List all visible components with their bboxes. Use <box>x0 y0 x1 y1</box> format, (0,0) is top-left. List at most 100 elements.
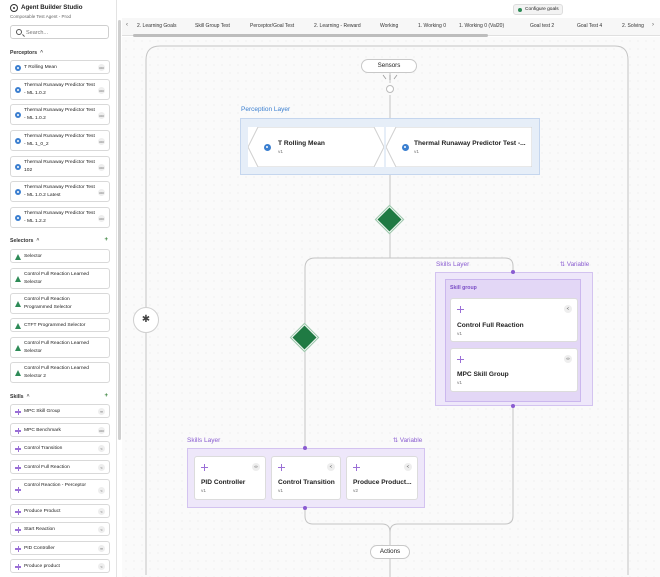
eye-icon[interactable]: oo <box>98 164 105 171</box>
perceptors-section-header[interactable]: Perceptors^ <box>10 50 43 56</box>
perceptor-label: Thermal Runaway Predictor Test 102 <box>24 160 95 173</box>
tab-working[interactable]: Working <box>380 23 399 29</box>
perceptor-node-version: v1 <box>278 150 284 155</box>
skill-card-pid-controller[interactable]: ∞ PID Controller v1 <box>194 456 266 500</box>
group-icon[interactable]: ∞ <box>252 463 260 471</box>
skills-section-header[interactable]: Skills^ <box>10 394 29 400</box>
group-icon[interactable]: ∞ <box>564 355 572 363</box>
add-selector-button[interactable]: + <box>104 237 108 243</box>
selector-label: Control Full Reaction Learned Selector <box>24 341 89 354</box>
skill-item[interactable]: MPC Skill Group ∞ <box>10 404 110 418</box>
eye-icon[interactable]: oo <box>98 189 105 196</box>
asterisk-icon[interactable]: ✱ <box>133 307 159 333</box>
skill-item[interactable]: Produce product < <box>10 559 110 573</box>
selectors-section-header[interactable]: Selectors^ <box>10 238 39 244</box>
sidebar-scrollbar[interactable] <box>118 20 121 440</box>
eye-icon[interactable]: oo <box>98 138 105 145</box>
arrow-icon[interactable]: < <box>98 487 105 494</box>
skill-item[interactable]: Start Reaction < <box>10 522 110 536</box>
tab-working-0-val20[interactable]: 1. Working 0 (Val20) <box>459 23 505 29</box>
skill-icon <box>15 564 21 570</box>
selector-icon <box>15 370 21 376</box>
perceptor-item[interactable]: Thermal Runaway Predictor Test 102 oo <box>10 156 110 177</box>
eye-icon[interactable]: oo <box>98 64 105 71</box>
perceptor-item[interactable]: Thermal Runaway Predictor Test - ML 1_0_… <box>10 130 110 151</box>
perceptor-item[interactable]: Thermal Runaway Predictor Test - ML 1.0.… <box>10 104 110 125</box>
arrow-icon[interactable]: < <box>98 445 105 452</box>
skill-item[interactable]: MPC Benchmark oo <box>10 423 110 437</box>
skill-item[interactable]: PID Controller ∞ <box>10 541 110 555</box>
selector-item[interactable]: CTFT Programmed Selector <box>10 318 110 332</box>
tab-skill-group-test[interactable]: Skill Group Test <box>195 23 230 29</box>
add-skill-button[interactable]: + <box>104 393 108 399</box>
chevron-right-icon[interactable]: › <box>652 22 654 28</box>
selector-label: Control Full Reaction Learned Selector 2 <box>24 366 89 379</box>
sensors-node[interactable]: Sensors <box>361 59 417 73</box>
skill-label: Control Transition <box>24 446 63 451</box>
search-box[interactable] <box>10 25 109 39</box>
skill-item[interactable]: Control Reaction - Perceptor < <box>10 479 110 500</box>
tab-learning-reward[interactable]: 2. Learning - Reward <box>314 23 361 29</box>
variable-text: Variable <box>566 261 590 268</box>
perceptor-node-thermal-runaway[interactable]: Thermal Runaway Predictor Test -... v1 <box>386 127 532 167</box>
perceptor-label: T Rolling Mean <box>24 65 57 70</box>
perceptor-icon <box>15 215 21 221</box>
search-input[interactable] <box>26 27 106 38</box>
selector-label: Selector <box>24 254 42 259</box>
perceptor-item[interactable]: Thermal Runaway Predictor Test - ML 1.0.… <box>10 181 110 202</box>
perceptor-item[interactable]: Thermal Runaway Predictor Test - ML 1.0.… <box>10 79 110 100</box>
arrow-icon[interactable]: < <box>98 526 105 533</box>
tab-working-0[interactable]: 1. Working 0 <box>418 23 446 29</box>
skill-card-version: v1 <box>278 489 284 494</box>
skill-item[interactable]: Control Transition < <box>10 441 110 455</box>
arrow-icon[interactable]: < <box>404 463 412 471</box>
skill-card-produce-product[interactable]: < Produce Product... v2 <box>346 456 418 500</box>
hexagon-shape <box>386 127 532 167</box>
eye-icon[interactable]: oo <box>98 427 105 434</box>
skill-card-control-transition[interactable]: < Control Transition v1 <box>271 456 341 500</box>
tab-perceptor-goal-test[interactable]: Perceptor/Goal Test <box>250 23 295 29</box>
group-icon[interactable]: ∞ <box>98 408 105 415</box>
tab-solving[interactable]: 2. Solving <box>622 23 644 29</box>
skills-header-label: Skills <box>10 394 24 400</box>
configure-goals-button[interactable]: Configure goals <box>513 4 563 15</box>
arrow-icon[interactable]: < <box>98 508 105 515</box>
perceptor-label: Thermal Runaway Predictor Test - ML 1.0.… <box>24 83 95 96</box>
arrow-icon[interactable]: < <box>98 464 105 471</box>
skills-layer-input-port[interactable] <box>303 446 307 450</box>
tab-scrollbar[interactable] <box>133 34 488 37</box>
tab-goal-test-2[interactable]: Goal test 2 <box>530 23 555 29</box>
selector-item[interactable]: Control Full Reaction Learned Selector <box>10 268 110 289</box>
skills-layer-input-port[interactable] <box>511 270 515 274</box>
sensors-output-handle[interactable] <box>386 85 394 93</box>
skill-item[interactable]: Control Full Reaction < <box>10 460 110 474</box>
chevron-up-icon: ^ <box>36 238 40 244</box>
tab-goal-test-4[interactable]: Goal Test 4 <box>577 23 603 29</box>
arrow-icon[interactable]: < <box>98 563 105 570</box>
arrow-icon[interactable]: < <box>564 305 572 313</box>
perceptor-icon <box>15 164 21 170</box>
arrow-icon[interactable]: < <box>327 463 335 471</box>
selector-item[interactable]: Control Full Reaction Programmed Selecto… <box>10 293 110 314</box>
actions-node[interactable]: Actions <box>370 545 410 559</box>
perceptor-icon <box>15 189 21 195</box>
selector-item[interactable]: Control Full Reaction Learned Selector 2 <box>10 362 110 383</box>
skill-item[interactable]: Produce Product < <box>10 504 110 518</box>
skill-card-mpc-skill-group[interactable]: ∞ MPC Skill Group v1 <box>450 348 578 392</box>
tab-learning-goals[interactable]: 2. Learning Goals <box>137 23 177 29</box>
selector-item[interactable]: Control Full Reaction Learned Selector <box>10 337 110 358</box>
selector-item[interactable]: Selector <box>10 249 110 263</box>
skill-label: Start Reaction <box>24 527 55 532</box>
skills-layer-output-port[interactable] <box>303 506 307 510</box>
skills-layer-output-port[interactable] <box>511 404 515 408</box>
perceptor-node-t-rolling-mean[interactable]: T Rolling Mean v1 <box>248 127 384 167</box>
group-icon[interactable]: ∞ <box>98 545 105 552</box>
eye-icon[interactable]: oo <box>98 215 105 222</box>
chevron-left-icon[interactable]: ‹ <box>126 22 128 28</box>
skill-card-control-full-reaction[interactable]: < Control Full Reaction v1 <box>450 298 578 342</box>
eye-icon[interactable]: oo <box>98 112 105 119</box>
perceptor-item[interactable]: T Rolling Mean oo <box>10 60 110 74</box>
perceptor-item[interactable]: Thermal Runaway Predictor Test - ML 1.2.… <box>10 207 110 228</box>
eye-icon[interactable]: oo <box>98 87 105 94</box>
